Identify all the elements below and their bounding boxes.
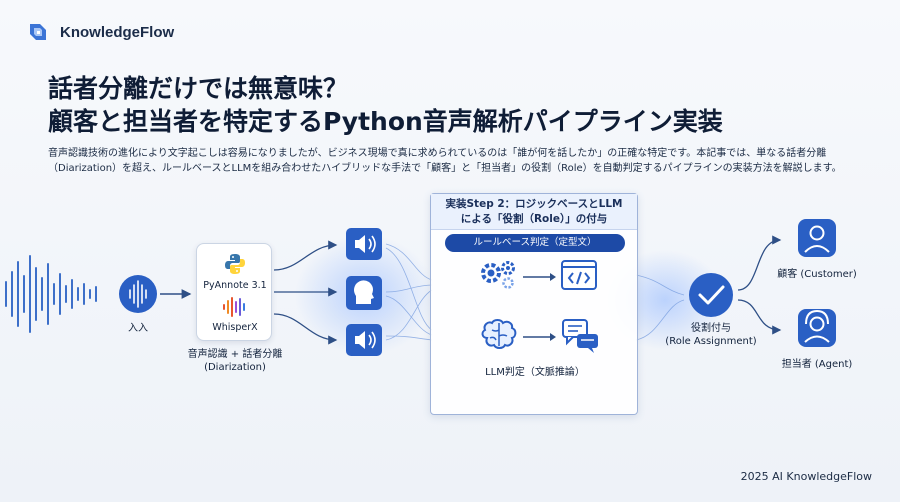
chat-bubbles-icon — [562, 319, 598, 353]
customer-label: 顧客 (Customer) — [777, 269, 857, 280]
speaker-person-icon — [346, 276, 382, 310]
arrow-right-icon-2 — [523, 333, 556, 341]
rule-based-badge: ルールベース判定（定型文） — [445, 234, 625, 252]
page-title: 話者分離だけでは無意味？ 顧客と担当者を特定するPython音声解析パイプライン… — [48, 72, 723, 138]
article-description: 音声認識技術の進化により文字起こしは容易になりましたが、ビジネス現場で真に求めら… — [48, 148, 842, 174]
llm-judgement-label: LLM判定（文脈推論） — [485, 367, 585, 378]
title-line-2: 顧客と担当者を特定するPython音声解析パイプライン実装 — [48, 107, 723, 136]
stage1-label-line-2: (Diarization) — [204, 362, 266, 373]
diarization-tools-box: PyAnnote 3.1 WhisperX — [196, 243, 272, 341]
title-line-1: 話者分離だけでは無意味？ — [48, 74, 349, 103]
tool-whisperx-label: WhisperX — [212, 322, 258, 333]
role-assignment-label: 役割付与 (Role Assignment) — [651, 322, 771, 348]
role-assignment-line-2: (Role Assignment) — [665, 336, 757, 347]
footer-copyright: 2025 AI KnowledgeFlow — [740, 470, 872, 483]
agent-headset-icon — [798, 309, 836, 347]
customer-icon — [798, 219, 836, 257]
stage1-label: 音声認識 + 話者分離 (Diarization) — [170, 348, 300, 374]
role-assignment-check-icon — [689, 273, 733, 317]
knowledgeflow-logo-icon — [30, 24, 46, 40]
role-assignment-line-1: 役割付与 — [691, 323, 731, 334]
arrow-right-icon — [523, 273, 556, 281]
brain-icon — [481, 319, 517, 349]
brand-logo[interactable]: KnowledgeFlow — [26, 20, 174, 44]
python-logo-icon — [225, 254, 245, 274]
stage1-label-line-1: 音声認識 + 話者分離 — [187, 349, 283, 360]
input-waveform — [5, 255, 97, 333]
step2-title-line-1: 実装Step 2：ロジックベースとLLM — [445, 198, 623, 210]
gears-icon — [481, 261, 515, 289]
step2-card: 実装Step 2：ロジックベースとLLM による「役割（Role）」の付与 ルー… — [430, 193, 638, 415]
step2-title-line-2: による「役割（Role）」の付与 — [460, 213, 608, 225]
code-window-icon — [561, 260, 597, 290]
speaker-volume-icon-2 — [346, 324, 382, 356]
tool-pyannote-label: PyAnnote 3.1 — [203, 280, 267, 291]
input-label: 入入 — [128, 323, 148, 334]
whisperx-waveform-icon — [223, 297, 245, 317]
step2-card-title: 実装Step 2：ロジックベースとLLM による「役割（Role）」の付与 — [431, 194, 637, 230]
agent-label: 担当者 (Agent) — [781, 359, 853, 370]
brand-name: KnowledgeFlow — [60, 23, 175, 41]
speaker-volume-icon-1 — [346, 228, 382, 260]
